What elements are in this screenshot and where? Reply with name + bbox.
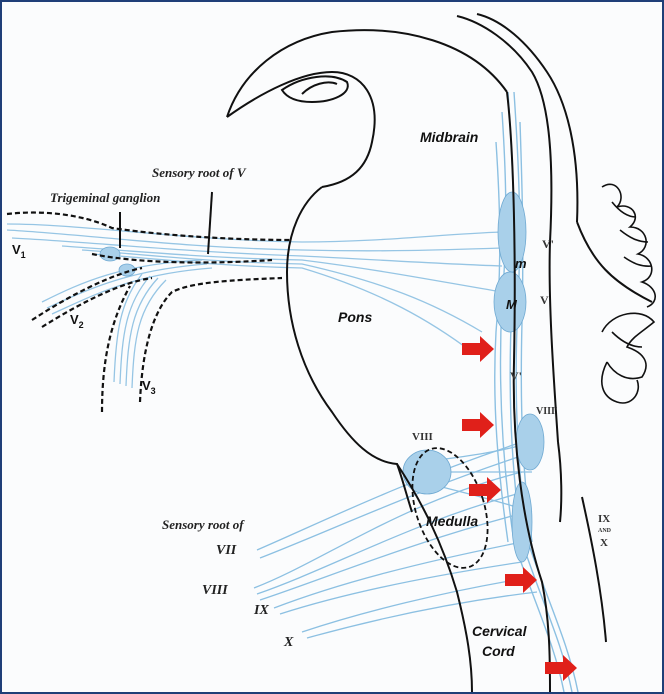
label-viii-nucleus: VIII <box>412 431 433 443</box>
label-midbrain: Midbrain <box>420 129 478 145</box>
label-m-small: m <box>515 256 527 271</box>
label-sensory-root-v: Sensory root of V <box>152 165 247 180</box>
cerebellum-folia <box>602 184 655 403</box>
label-vii-root: VII <box>216 543 237 558</box>
label-cervical: Cervical <box>472 623 528 639</box>
label-pons: Pons <box>338 309 372 325</box>
medulla-root-fibers <box>254 442 537 638</box>
label-v-prime-top: V' <box>542 237 554 251</box>
red-arrow-icon <box>462 336 494 362</box>
label-v1: V1 <box>12 242 26 260</box>
svg-text:IX: IX <box>598 513 610 525</box>
red-arrow-icon <box>462 412 494 438</box>
red-arrow-icon <box>469 477 501 503</box>
label-ix-and-x: IX AND X <box>598 513 612 549</box>
label-viii-root: VIII <box>202 583 228 598</box>
svg-text:AND: AND <box>598 528 612 534</box>
label-viii-right: VIII' <box>536 406 558 417</box>
label-x-root: X <box>283 635 294 650</box>
label-ix-root: IX <box>253 603 269 618</box>
label-trigeminal-ganglion: Trigeminal ganglion <box>50 190 160 205</box>
label-sensory-root-of: Sensory root of <box>162 517 245 532</box>
trigeminal-fibers <box>7 224 502 388</box>
label-medulla: Medulla <box>426 513 478 529</box>
label-v-prime-low: V' <box>510 369 522 383</box>
brainstem-outline <box>227 14 652 692</box>
label-v3: V3 <box>142 378 156 396</box>
svg-text:X: X <box>600 537 608 549</box>
central-tract-fibers <box>495 92 578 692</box>
label-m-big: M <box>506 297 518 312</box>
label-v-mid: V <box>540 293 549 307</box>
label-cord: Cord <box>482 643 515 659</box>
label-v2: V2 <box>70 312 84 330</box>
